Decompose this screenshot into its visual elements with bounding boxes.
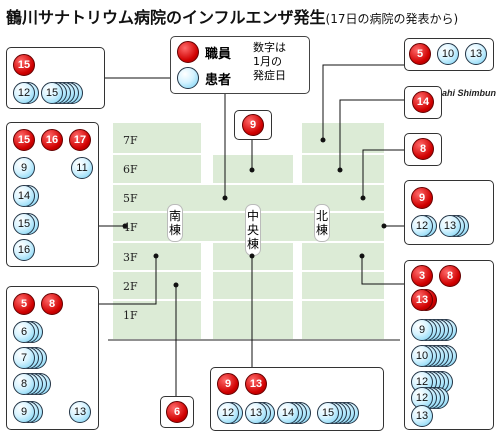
- wing-label-north: 北棟: [314, 204, 330, 242]
- patient-onset-marker: 14: [13, 185, 35, 207]
- title-subtitle: (17日の病院の発表から): [325, 12, 459, 26]
- patient-onset-marker: 9: [411, 319, 433, 341]
- patient-onset-marker: 13: [411, 405, 433, 427]
- patient-onset-marker: 13: [465, 43, 487, 65]
- callout-north-5f: 8: [404, 133, 442, 166]
- wing-label-south: 南棟: [167, 204, 183, 242]
- staff-onset-marker: 9: [217, 373, 239, 395]
- staff-onset-marker: 15: [13, 129, 35, 151]
- staff-onset-marker: 5: [13, 293, 35, 315]
- title-main: 鶴川サナトリウム病院のインフルエンザ発生: [6, 8, 326, 27]
- callout-north-6f: 14: [404, 86, 442, 119]
- callout-north-7f: 5 10 13: [404, 38, 494, 71]
- floor-label-7f: 7F: [123, 134, 138, 147]
- callout-center-1f: 9 13 12 13 14 15: [210, 367, 384, 431]
- legend-note: 数字は 1月の 発症日: [253, 41, 286, 83]
- patient-onset-marker: 9: [13, 401, 35, 423]
- callout-north-4f: 9 12 13: [404, 180, 494, 245]
- callout-south-4f: 15 16 17 9 11 14 15 16: [6, 122, 99, 267]
- patient-onset-marker: 12: [411, 215, 433, 237]
- staff-onset-marker: 9: [242, 114, 264, 136]
- patient-onset-marker: 14: [277, 402, 299, 424]
- patient-onset-marker: 12: [13, 82, 35, 104]
- legend-note-line: 数字は: [253, 41, 286, 54]
- legend: 職員 患者 数字は 1月の 発症日: [170, 36, 310, 94]
- patient-onset-marker: 13: [245, 402, 267, 424]
- floor-label-1f: 1F: [123, 309, 138, 322]
- credit: The Asahi Shimbun: [412, 88, 496, 98]
- legend-note-line: 発症日: [253, 69, 286, 82]
- patient-onset-marker: 9: [13, 157, 35, 179]
- patient-onset-marker: 8: [13, 373, 35, 395]
- legend-patient: 患者: [177, 67, 231, 89]
- staff-onset-marker: 13: [411, 289, 433, 311]
- legend-staff-marker: [177, 41, 199, 63]
- patient-onset-marker: 6: [13, 321, 35, 343]
- staff-onset-marker: 17: [69, 129, 91, 151]
- callout-south-6f: 15 12 15: [6, 47, 105, 109]
- wing-label-central: 中央棟: [245, 204, 261, 256]
- floor-label-2f: 2F: [123, 280, 138, 293]
- legend-note-line: 1月の: [253, 55, 282, 68]
- patient-onset-marker: 16: [13, 239, 35, 261]
- staff-onset-marker: 8: [439, 265, 461, 287]
- staff-onset-marker: 13: [245, 373, 267, 395]
- floor-label-4f: 4F: [123, 221, 138, 234]
- callout-center-7f: 9: [234, 110, 272, 140]
- floor-label-5f: 5F: [123, 192, 138, 205]
- staff-onset-marker: 8: [412, 138, 434, 160]
- patient-onset-marker: 7: [13, 347, 35, 369]
- staff-onset-marker: 16: [41, 129, 63, 151]
- legend-staff-label: 職員: [205, 46, 232, 62]
- patient-onset-marker: 15: [317, 402, 339, 424]
- patient-onset-marker: 11: [71, 157, 93, 179]
- staff-onset-marker: 6: [166, 401, 188, 423]
- staff-onset-marker: 9: [411, 187, 433, 209]
- page-title: 鶴川サナトリウム病院のインフルエンザ発生(17日の病院の発表から): [6, 4, 458, 28]
- patient-onset-marker: 15: [41, 82, 63, 104]
- patient-onset-marker: 13: [439, 215, 461, 237]
- legend-patient-label: 患者: [205, 72, 232, 88]
- staff-onset-marker: 14: [412, 91, 434, 113]
- staff-onset-marker: 3: [411, 265, 433, 287]
- patient-onset-marker: 12: [217, 402, 239, 424]
- staff-onset-marker: 5: [409, 43, 431, 65]
- patient-onset-marker: 13: [69, 401, 91, 423]
- legend-patient-marker: [177, 67, 199, 89]
- patient-onset-marker: 10: [411, 345, 433, 367]
- staff-onset-marker: 8: [41, 293, 63, 315]
- patient-onset-marker: 15: [13, 213, 35, 235]
- patient-onset-marker: 10: [437, 43, 459, 65]
- floor-label-6f: 6F: [123, 163, 138, 176]
- callout-south-1f: 6: [160, 396, 194, 428]
- floor-label-3f: 3F: [123, 251, 138, 264]
- staff-onset-marker: 15: [13, 54, 35, 76]
- legend-staff: 職員: [177, 41, 231, 63]
